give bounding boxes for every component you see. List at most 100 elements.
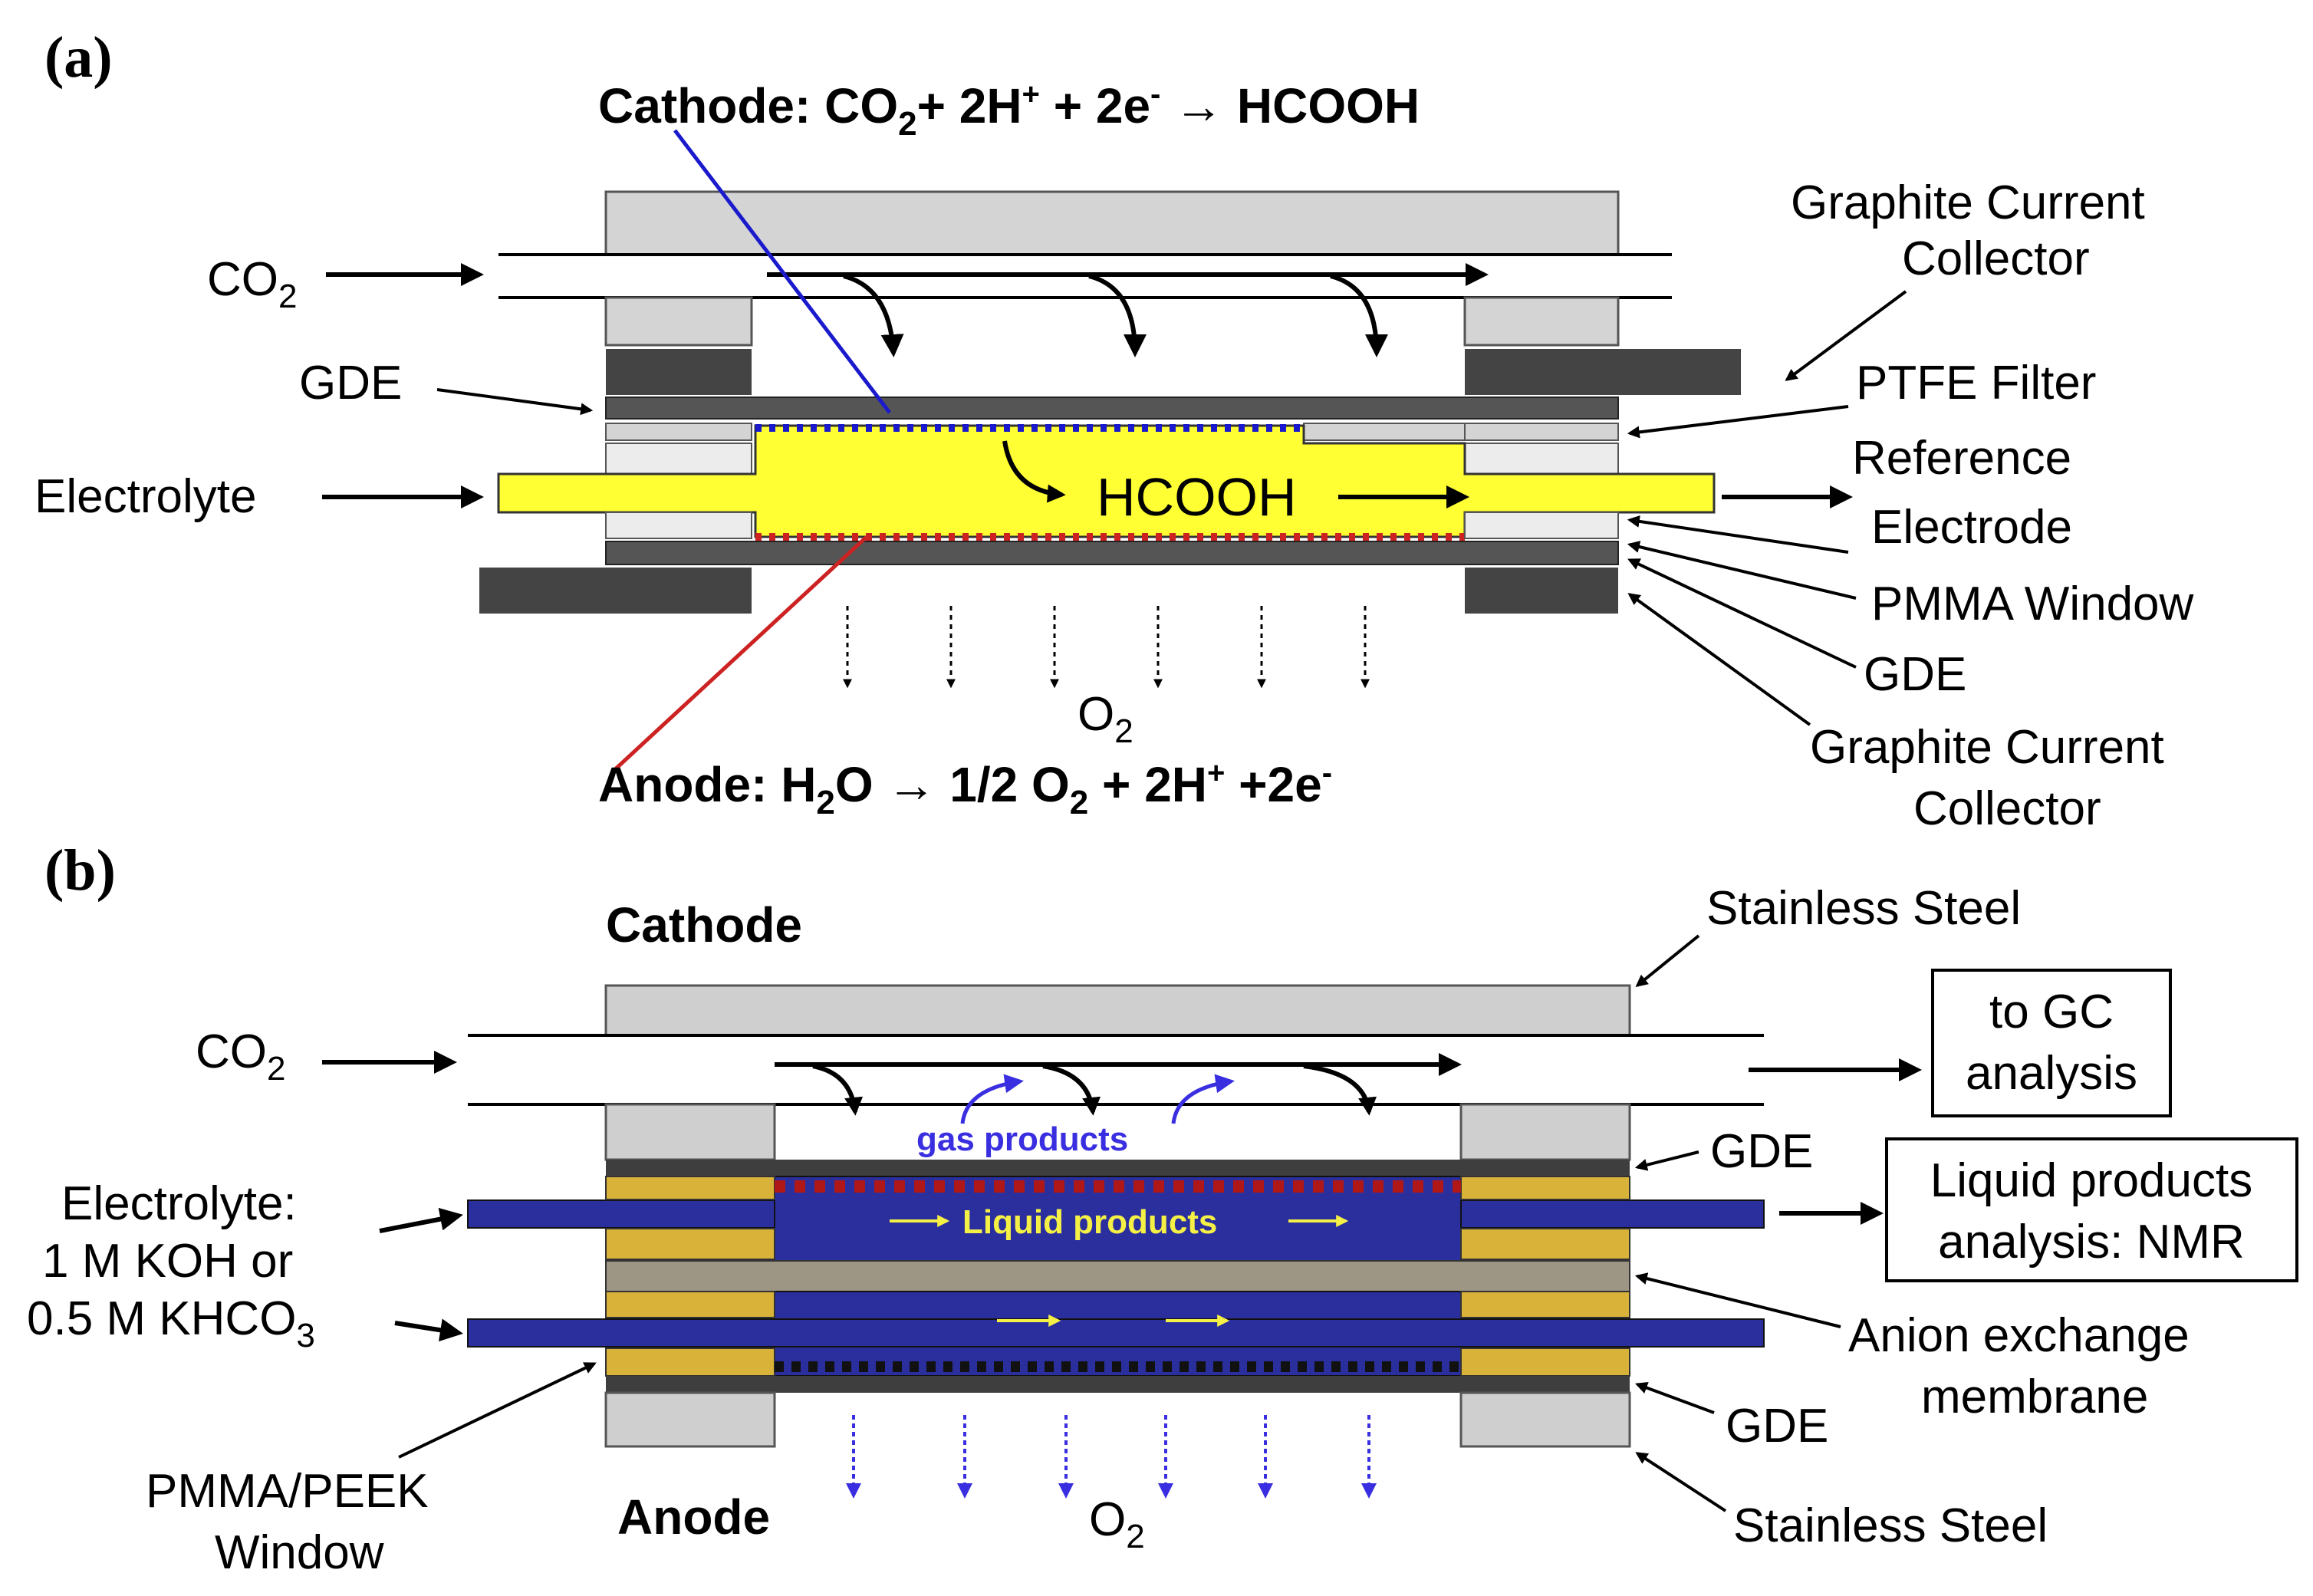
graphite-label-top-2: Collector (1902, 232, 2090, 285)
graphite-pointer-top (1785, 290, 1907, 381)
co2-inlet-label-b: CO2 (196, 1025, 285, 1088)
stainless-label-bottom: Stainless Steel (1733, 1499, 2048, 1552)
gde-label-top-b: GDE (1710, 1125, 1813, 1178)
cathode-gde-b (606, 1160, 1630, 1176)
pmma-left-bottom (605, 512, 752, 539)
gasket-right-2 (1460, 1228, 1630, 1260)
pmma-label: PMMA Window (1871, 578, 2194, 630)
ptfe-right (1464, 423, 1619, 441)
panel-b: (b) Cathode Anode (27, 838, 2298, 1579)
pmma-pointer (1627, 541, 1857, 600)
gde-pointer-top-b (1634, 1150, 1699, 1171)
cathode-gde (605, 397, 1619, 420)
gc-analysis-label-1: to GC (1989, 986, 2114, 1038)
gde-pointer-bottom-b (1634, 1381, 1715, 1414)
stainless-pointer-top (1635, 934, 1700, 988)
membrane-label-2: membrane (1921, 1371, 2148, 1423)
graphite-collector-right-top (1465, 349, 1741, 395)
stainless-steel-bottom-right (1459, 1391, 1631, 1448)
window-label-2: Window (215, 1526, 384, 1579)
electrolyte-label-a: Electrolyte (35, 470, 256, 523)
o2-release-arrows-b (846, 1415, 1377, 1499)
panel-a: (a) (35, 25, 2194, 835)
spacer-left-top (604, 296, 753, 347)
stainless-label-top: Stainless Steel (1706, 882, 2021, 935)
spacer-left-b (604, 1103, 776, 1161)
gasket-left-2 (605, 1228, 775, 1260)
gasket-left-1 (605, 1176, 775, 1200)
graphite-collector-left-top (606, 349, 752, 395)
gas-product-arrow-2 (1171, 1074, 1235, 1124)
gde-label-left: GDE (299, 357, 402, 410)
co2-inlet-label-a: CO2 (207, 253, 297, 315)
anode-equation: Anode: H2O → 1/2 O2 + 2H+ +2e- (598, 756, 1332, 821)
liquid-products-label: Liquid products (962, 1203, 1217, 1241)
anode-gde-b (606, 1376, 1630, 1393)
stainless-pointer-bottom (1635, 1452, 1727, 1512)
electrolyte-label-b-3: 0.5 M KHCO3 (27, 1292, 315, 1354)
electrolyte-label-b-2: 1 M KOH or (42, 1235, 293, 1288)
gc-analysis-label-2: analysis (1966, 1047, 2137, 1100)
membrane-label-1: Anion exchange (1848, 1309, 2190, 1362)
gde-label-bottom-b: GDE (1726, 1400, 1828, 1453)
graphite-pointer-bottom (1627, 593, 1811, 726)
pmma-right-bottom (1464, 512, 1619, 539)
gas-products-label: gas products (916, 1120, 1128, 1158)
window-label-1: PMMA/PEEK (146, 1465, 429, 1518)
gasket-right-3 (1460, 1291, 1630, 1318)
co2-diffusion-arrow-1 (843, 274, 904, 357)
gasket-left-4 (605, 1348, 775, 1377)
ptfe-pointer (1627, 405, 1849, 439)
reference-label-1: Reference (1852, 432, 2071, 485)
cathode-equation: Cathode: CO2+ 2H+ + 2e- → HCOOH (598, 77, 1420, 143)
o2-label-a: O2 (1078, 688, 1133, 750)
co2-diffusion-arrow-2 (1088, 274, 1147, 357)
pmma-right-top (1464, 443, 1619, 475)
electrolyte-label-b-1: Electrolyte: (61, 1177, 297, 1230)
graphite-collector-left-bottom (479, 568, 752, 614)
ptfe-label: PTFE Filter (1856, 357, 2096, 410)
anode-label-b: Anode (617, 1489, 770, 1545)
hcooh-label: HCOOH (1097, 467, 1297, 527)
gde-pointer-left (436, 388, 594, 416)
gas-product-arrow-1 (960, 1074, 1024, 1124)
window-pointer (398, 1362, 597, 1459)
anion-exchange-membrane (605, 1260, 1630, 1292)
stainless-steel-bottom-left (604, 1391, 776, 1448)
anode-gde (605, 541, 1619, 565)
spacer-right-b (1459, 1103, 1631, 1161)
nmr-analysis-label-1: Liquid products (1930, 1154, 2253, 1207)
hcooh-curve-arrow (1002, 440, 1066, 503)
gasket-right-4 (1460, 1348, 1630, 1377)
electrolyte-inlet-arrow-lower (394, 1318, 463, 1342)
graphite-label-top-1: Graphite Current (1791, 176, 2145, 229)
gde-pointer-right (1627, 558, 1857, 669)
gasket-left-3 (605, 1291, 775, 1318)
nmr-analysis-label-2: analysis: NMR (1938, 1216, 2245, 1269)
electrolyte-inlet-arrow-upper (379, 1207, 463, 1233)
nmr-analysis-box (1885, 1137, 2298, 1282)
spacer-right-top (1463, 296, 1620, 347)
ptfe-mid (1303, 423, 1466, 441)
gc-analysis-box (1931, 969, 2172, 1117)
membrane-pointer (1634, 1272, 1841, 1328)
o2-release-arrows-a (843, 606, 1370, 689)
reference-pointer (1627, 515, 1849, 554)
gde-label-right: GDE (1864, 648, 1966, 701)
graphite-collector-right-bottom (1465, 568, 1618, 614)
cathode-housing (604, 190, 1620, 256)
reference-label-2: Electrode (1871, 501, 2072, 554)
cathode-label-b: Cathode (606, 897, 802, 953)
gasket-right-1 (1460, 1176, 1630, 1200)
co2-diffusion-arrow-b3 (1303, 1064, 1377, 1116)
o2-label-b: O2 (1089, 1493, 1145, 1555)
stainless-steel-top (604, 984, 1631, 1037)
electrolyte-inlet-lower (467, 1318, 1765, 1348)
graphite-label-bottom-2: Collector (1913, 782, 2101, 835)
co2-diffusion-arrow-b1 (812, 1064, 864, 1116)
cathode-leader-line (673, 129, 891, 414)
co2-diffusion-arrow-3 (1330, 274, 1388, 357)
graphite-label-bottom-1: Graphite Current (1810, 721, 2164, 774)
